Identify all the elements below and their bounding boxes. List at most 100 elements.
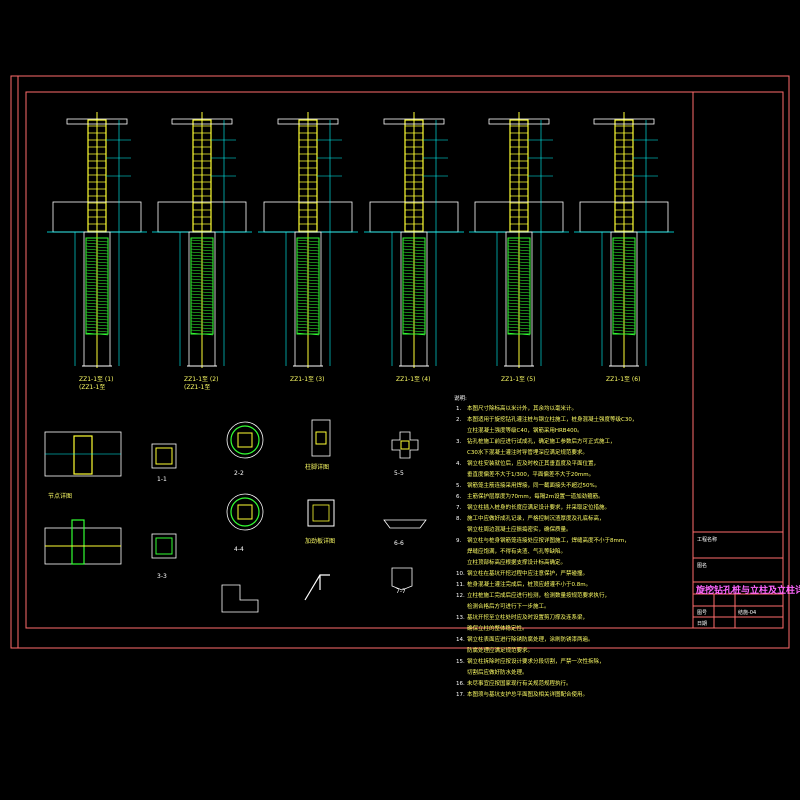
spiral-hoop <box>507 332 531 336</box>
spiral-hoop <box>85 242 109 246</box>
spiral-hoop <box>507 290 531 294</box>
column-elevation <box>364 112 464 368</box>
spiral-hoop <box>507 329 531 333</box>
note-line: 17.本图须与基坑支护总平面图及相关详图配合使用。 <box>456 692 588 698</box>
note-line: 9.钢立柱与桩身钢筋笼连接处应按详图施工，焊缝高度不小于8mm， <box>456 538 630 544</box>
column-label: ZZ1-1至 (3) <box>290 376 325 383</box>
spiral-hoop <box>296 296 320 300</box>
spiral-hoop <box>402 242 426 246</box>
spiral-hoop <box>296 314 320 318</box>
section-5-outline <box>391 431 419 459</box>
note-text: 焊缝应饱满，不得有夹渣、气孔等缺陷。 <box>467 549 567 555</box>
spiral-hoop <box>507 275 531 279</box>
column-cap <box>383 118 445 125</box>
detail-label-7: 7-7 <box>396 588 406 595</box>
note-number: 15. <box>456 659 465 665</box>
spiral-hoop <box>85 281 109 285</box>
spiral-hoop <box>507 245 531 249</box>
column-label: ZZ1-1至 (6) <box>606 376 641 383</box>
note-text: 钢立柱与桩身钢筋笼连接处应按详图施工，焊缝高度不小于8mm， <box>467 538 630 544</box>
spiral-hoop <box>402 272 426 276</box>
spiral-hoop <box>85 266 109 270</box>
note-number: 6. <box>456 494 462 500</box>
spiral-hoop <box>296 308 320 312</box>
spiral-hoop <box>402 263 426 267</box>
note-line: 垂直度偏差不大于1/300，平面偏差不大于20mm。 <box>456 472 594 478</box>
spiral-hoop <box>296 251 320 255</box>
spiral-hoop <box>296 311 320 315</box>
note-line: 6.主筋保护层厚度为70mm，每隔2m设置一道加劲箍筋。 <box>456 494 604 500</box>
spiral-hoop <box>612 308 636 312</box>
spiral-hoop <box>402 332 426 336</box>
spiral-hoop <box>190 248 214 252</box>
section-1-core <box>155 447 173 465</box>
spiral-hoop <box>402 266 426 270</box>
note-number: 12. <box>456 593 465 599</box>
spiral-hoop <box>507 260 531 264</box>
spiral-hoop <box>190 260 214 264</box>
note-text: 钢立柱周边混凝土应振捣密实，确保质量。 <box>467 527 572 533</box>
note-text: 垂直度偏差不大于1/300，平面偏差不大于20mm。 <box>467 472 595 478</box>
spiral-hoop <box>296 323 320 327</box>
spiral-hoop <box>190 266 214 270</box>
column-cap <box>488 118 550 125</box>
note-text: C30水下混凝土灌注时导管埋深应满足规范要求。 <box>467 450 588 456</box>
detail-label-5: 5-5 <box>394 470 404 477</box>
spiral-hoop <box>507 242 531 246</box>
spiral-hoop <box>190 287 214 291</box>
spiral-hoop <box>296 272 320 276</box>
note-number: 10. <box>456 571 465 577</box>
spiral-hoop <box>402 326 426 330</box>
spiral-hoop <box>190 323 214 327</box>
spiral-hoop <box>402 284 426 288</box>
section-3-outline <box>151 533 177 559</box>
note-line: 5.钢筋笼主筋连接采用焊接，同一截面接头不超过50%。 <box>456 483 600 489</box>
spiral-hoop <box>507 254 531 258</box>
spiral-hoop <box>190 239 214 243</box>
column-elevation <box>258 112 358 368</box>
column-label: ZZ1-1至 (5) <box>501 376 536 383</box>
column-elevation <box>469 112 569 368</box>
note-text: 本图须与基坑支护总平面图及相关详图配合使用。 <box>467 692 589 698</box>
spiral-hoop <box>190 269 214 273</box>
spiral-hoop <box>190 254 214 258</box>
spiral-hoop <box>507 251 531 255</box>
spiral-hoop <box>296 263 320 267</box>
spiral-hoop <box>507 293 531 297</box>
spiral-hoop <box>507 320 531 324</box>
spiral-hoop <box>85 293 109 297</box>
section-2-outline <box>226 421 264 459</box>
spiral-hoop <box>402 260 426 264</box>
spiral-hoop <box>190 314 214 318</box>
note-line: 15.钢立柱拆除时应按设计要求分段切割，严禁一次性拆除， <box>456 659 605 665</box>
note-number: 7. <box>456 505 462 511</box>
spiral-hoop <box>612 272 636 276</box>
spiral-hoop <box>190 305 214 309</box>
spiral-hoop <box>612 293 636 297</box>
section-2-cage <box>230 425 260 455</box>
note-number: 5. <box>456 483 462 489</box>
foot-plan-core <box>315 431 327 445</box>
column-label: ZZ1-1至 (2) <box>184 376 219 383</box>
spiral-hoop <box>296 266 320 270</box>
spiral-hoop <box>296 326 320 330</box>
note-line: 8.施工中应做好成孔记录，严格控制沉渣厚度及孔底标高， <box>456 516 605 522</box>
note-text: 立柱混凝土强度等级C40，钢筋采用HRB400。 <box>467 428 583 434</box>
spiral-hoop <box>612 248 636 252</box>
note-line: 1.本图尺寸除标高以米计外，其余均以毫米计。 <box>456 406 577 412</box>
foot-plan-outline <box>311 419 331 457</box>
spiral-hoop <box>296 269 320 273</box>
spiral-hoop <box>402 287 426 291</box>
note-line: 14.钢立柱表面应进行除锈防腐处理，涂刷防锈漆两遍。 <box>456 637 594 643</box>
spiral-hoop <box>190 311 214 315</box>
spiral-hoop <box>402 314 426 318</box>
spiral-hoop <box>402 239 426 243</box>
spiral-hoop <box>85 323 109 327</box>
spiral-hoop <box>296 257 320 261</box>
spiral-hoop <box>612 299 636 303</box>
tb-label-number: 图号 <box>697 610 708 616</box>
spiral-hoop <box>507 311 531 315</box>
spiral-hoop <box>296 290 320 294</box>
spiral-hoop <box>507 269 531 273</box>
